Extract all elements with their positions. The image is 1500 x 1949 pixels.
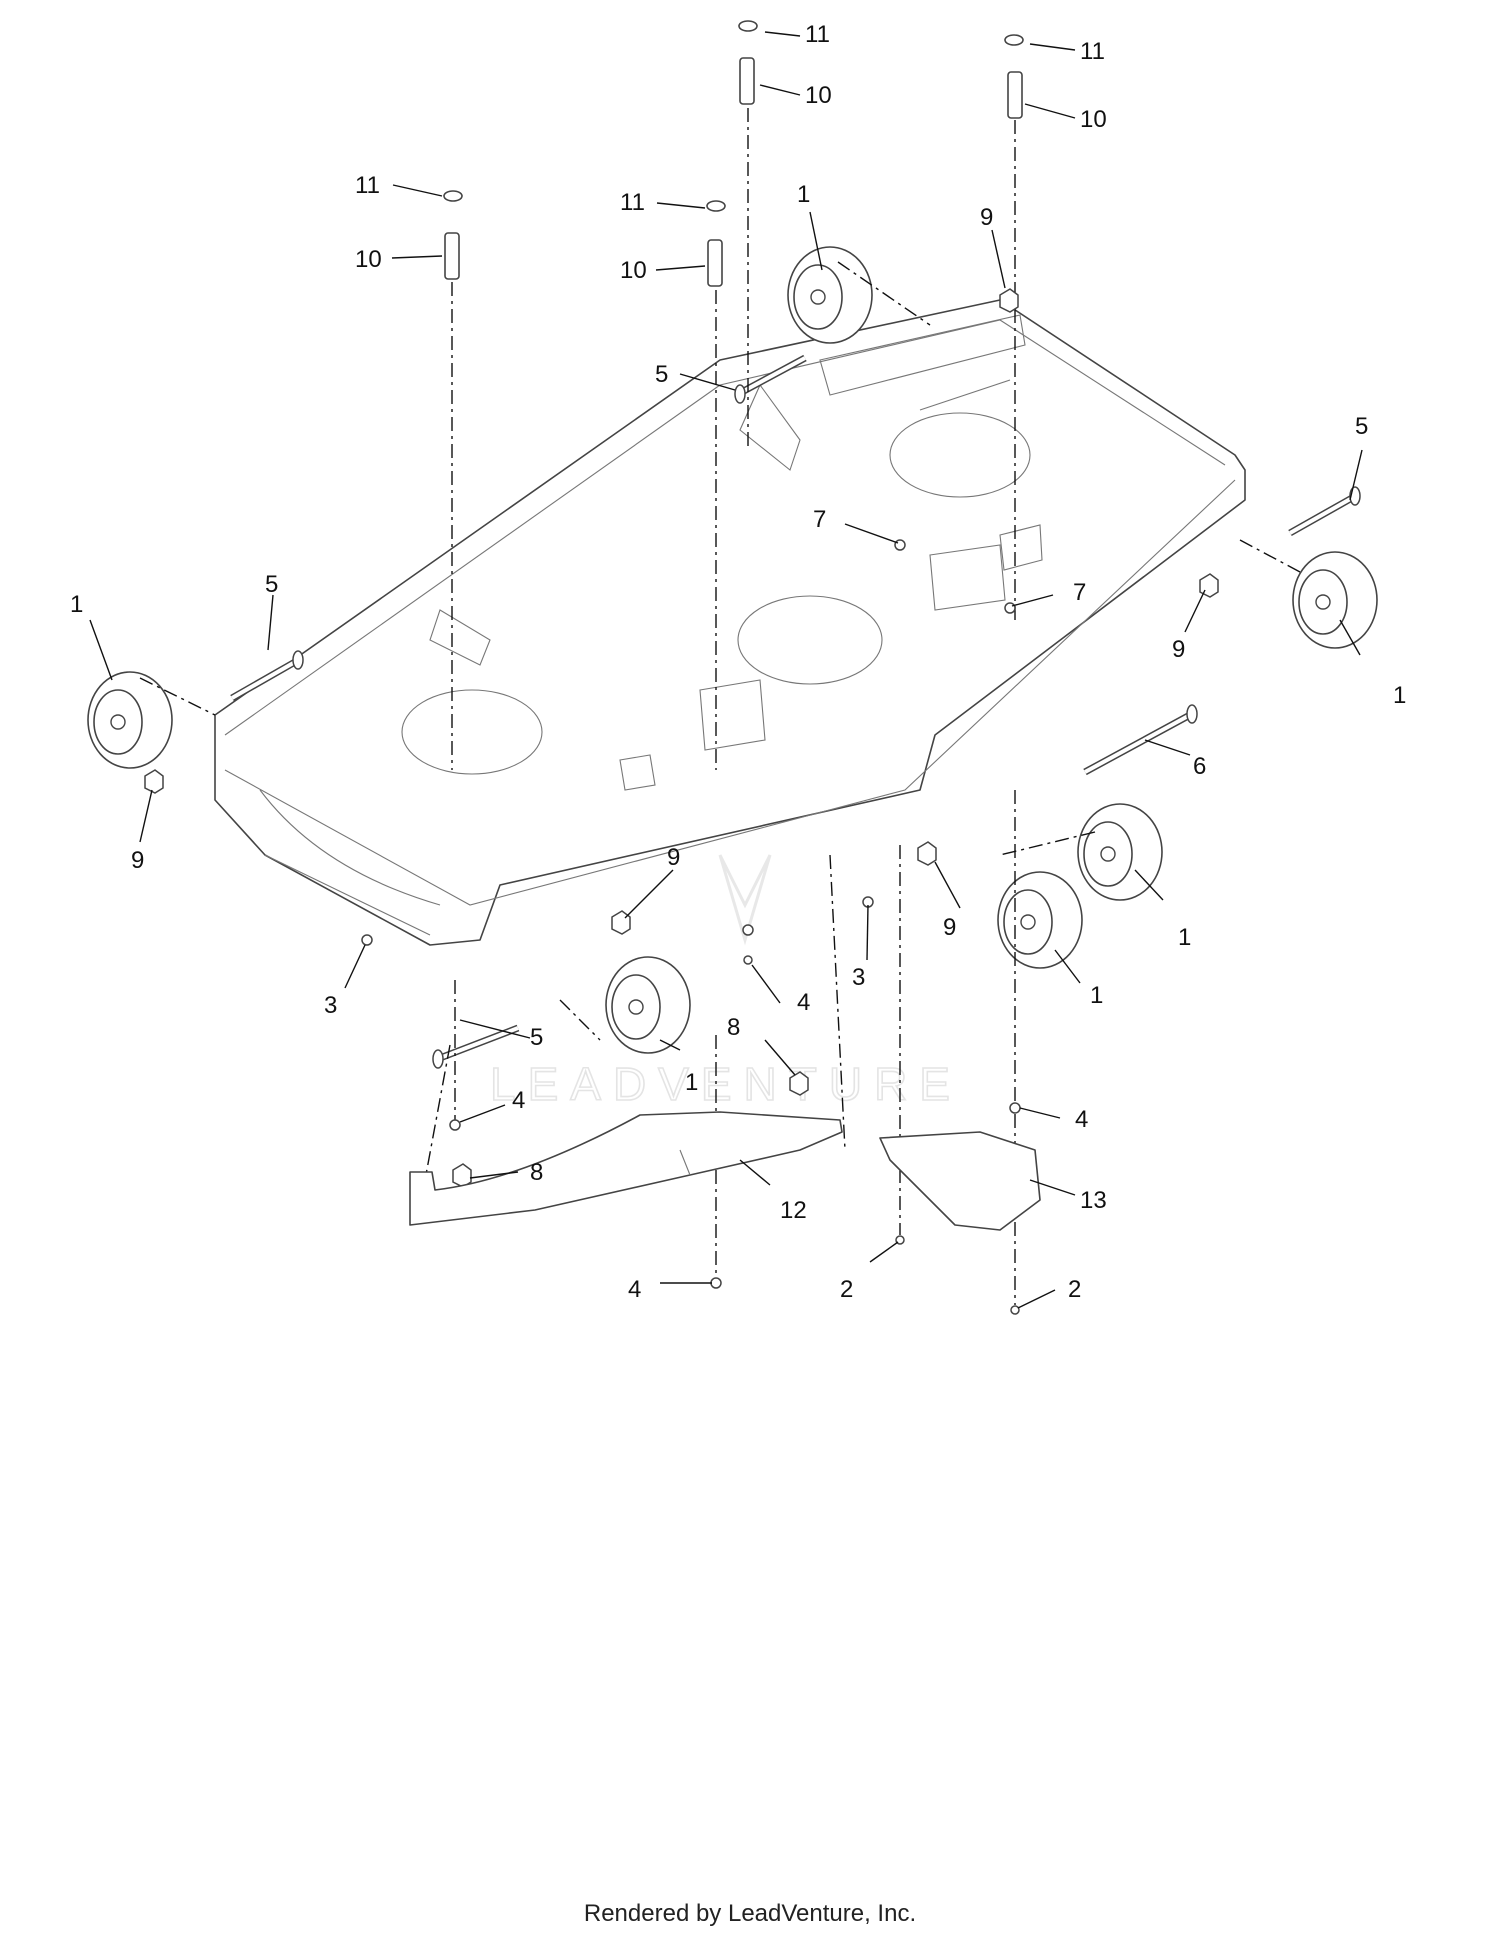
axle-bolt <box>734 354 807 404</box>
callout-5: 5 <box>530 1024 543 1051</box>
spindle-opening-center <box>737 595 883 685</box>
spacer-and-cap <box>443 190 463 280</box>
callout-labels: 11 10 11 10 11 10 11 10 1 9 5 5 7 7 1 5 … <box>70 21 1406 1303</box>
callout-5: 5 <box>265 571 278 598</box>
callout-11: 11 <box>620 189 645 216</box>
long-axle-bolt <box>1083 704 1198 776</box>
axle-bolt <box>432 1024 520 1069</box>
callout-2: 2 <box>1068 1276 1081 1303</box>
callout-6: 6 <box>1193 753 1206 780</box>
callout-5: 5 <box>1355 413 1368 440</box>
small-hardware <box>144 288 1219 1315</box>
callout-10: 10 <box>355 246 382 273</box>
callout-1: 1 <box>797 181 810 208</box>
spacer-and-cap <box>738 20 758 105</box>
caster-wheel <box>1292 551 1378 649</box>
callout-11: 11 <box>805 21 830 48</box>
callout-4: 4 <box>628 1276 641 1303</box>
callout-2: 2 <box>840 1276 853 1303</box>
leadventure-watermark: LEADVENTURE <box>489 854 962 1111</box>
callout-11: 11 <box>1080 38 1105 65</box>
callout-10: 10 <box>620 257 647 284</box>
callout-9: 9 <box>943 914 956 941</box>
caster-wheel <box>787 246 873 344</box>
callout-1: 1 <box>1178 924 1191 951</box>
caster-wheel <box>997 871 1083 969</box>
spacer-and-cap <box>706 200 726 287</box>
callout-1: 1 <box>1393 682 1406 709</box>
callout-3: 3 <box>852 964 865 991</box>
callout-10: 10 <box>805 82 832 109</box>
spacer-and-cap <box>1004 34 1024 119</box>
callout-4: 4 <box>512 1087 525 1114</box>
callout-10: 10 <box>1080 106 1107 133</box>
axle-bolt <box>230 650 304 702</box>
callout-9: 9 <box>1172 636 1185 663</box>
callout-7: 7 <box>1073 579 1086 606</box>
side-baffle <box>879 1131 1041 1231</box>
callout-9: 9 <box>131 847 144 874</box>
callout-4: 4 <box>1075 1106 1088 1133</box>
callout-1: 1 <box>70 591 83 618</box>
mower-deck-shell <box>214 299 1246 946</box>
callout-1: 1 <box>1090 982 1103 1009</box>
spindle-opening-right <box>889 412 1031 498</box>
render-credit: Rendered by LeadVenture, Inc. <box>583 1900 917 1927</box>
axle-bolt <box>1288 486 1361 537</box>
caster-wheel <box>87 671 173 769</box>
callout-5: 5 <box>655 361 668 388</box>
callout-9: 9 <box>667 844 680 871</box>
callout-1: 1 <box>685 1069 698 1096</box>
front-baffle <box>409 1111 843 1226</box>
callout-11: 11 <box>355 172 380 199</box>
leader-lines <box>89 31 1363 1309</box>
assembly-center-lines <box>139 108 1301 1305</box>
caster-wheel <box>605 956 691 1054</box>
svg-text:LEADVENTURE: LEADVENTURE <box>490 1058 962 1110</box>
callout-3: 3 <box>324 992 337 1019</box>
callout-4: 4 <box>797 989 810 1016</box>
callout-8: 8 <box>530 1159 543 1186</box>
callout-13: 13 <box>1080 1187 1107 1214</box>
callout-8: 8 <box>727 1014 740 1041</box>
callout-12: 12 <box>780 1197 807 1224</box>
spindle-opening-left <box>401 689 543 775</box>
callout-9: 9 <box>980 204 993 231</box>
callout-7: 7 <box>813 506 826 533</box>
